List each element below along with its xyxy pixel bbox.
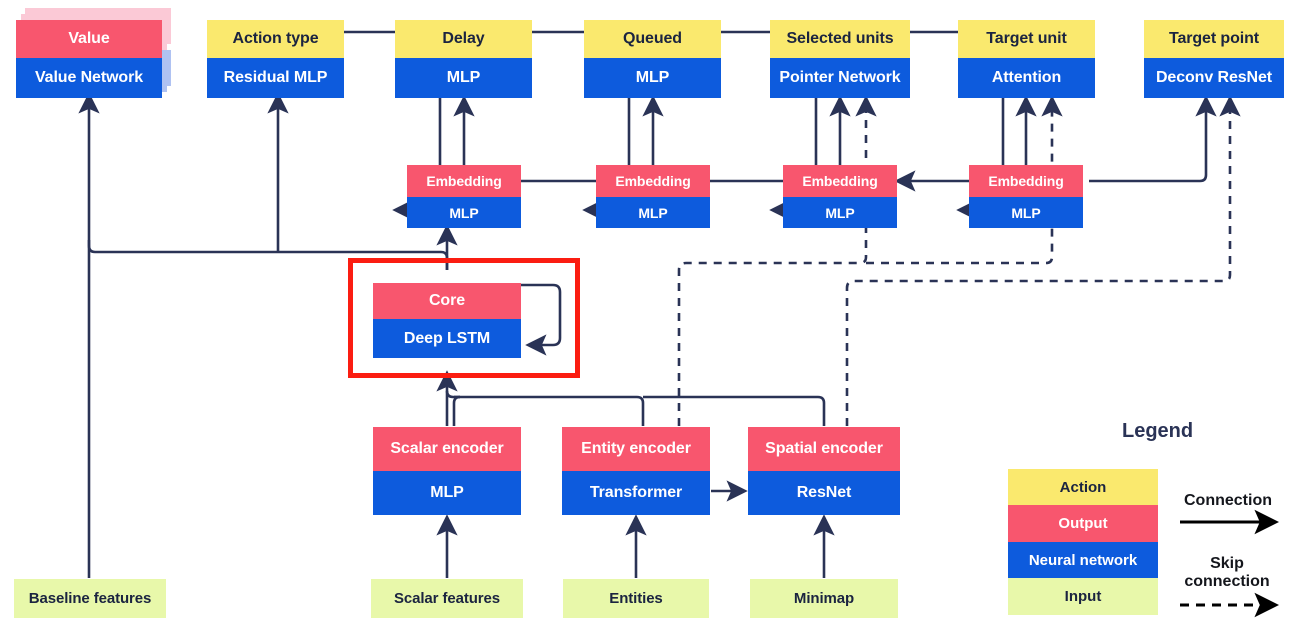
input-baseline-features[interactable]: Baseline features bbox=[14, 579, 166, 618]
encoder-spatial[interactable]: Spatial encoder ResNet bbox=[748, 427, 900, 515]
core-output-label: Core bbox=[373, 283, 521, 319]
encoder-scalar-output-label: Scalar encoder bbox=[373, 427, 521, 471]
core-highlight-box bbox=[348, 258, 580, 378]
core-network-label: Deep LSTM bbox=[373, 319, 521, 358]
head-target-unit-network-label: Attention bbox=[958, 58, 1095, 98]
head-target-point-action-label: Target point bbox=[1144, 20, 1284, 58]
embedding-2-output-label: Embedding bbox=[596, 165, 710, 197]
encoder-spatial-output-label: Spatial encoder bbox=[748, 427, 900, 471]
core-block[interactable]: Core Deep LSTM bbox=[373, 283, 521, 358]
head-target-point-network-label: Deconv ResNet bbox=[1144, 58, 1284, 98]
encoder-entity[interactable]: Entity encoder Transformer bbox=[562, 427, 710, 515]
embedding-1-network-label: MLP bbox=[407, 197, 521, 228]
legend-connection-label: Connection bbox=[1184, 492, 1272, 509]
head-queued[interactable]: Queued MLP bbox=[584, 20, 721, 98]
legend-skip-connection-label: Skip connection bbox=[1184, 555, 1270, 590]
embedding-block-3[interactable]: Embedding MLP bbox=[783, 165, 897, 228]
legend-swatch-output: Output bbox=[1008, 505, 1158, 542]
head-delay[interactable]: Delay MLP bbox=[395, 20, 532, 98]
head-action-type-network-label: Residual MLP bbox=[207, 58, 344, 98]
head-action-type[interactable]: Action type Residual MLP bbox=[207, 20, 344, 98]
head-value-network-label: Value Network bbox=[16, 58, 162, 98]
head-action-type-action-label: Action type bbox=[207, 20, 344, 58]
embedding-4-output-label: Embedding bbox=[969, 165, 1083, 197]
head-queued-network-label: MLP bbox=[584, 58, 721, 98]
head-queued-action-label: Queued bbox=[584, 20, 721, 58]
head-value[interactable]: Value Value Network bbox=[16, 8, 171, 98]
embedding-block-2[interactable]: Embedding MLP bbox=[596, 165, 710, 228]
input-minimap[interactable]: Minimap bbox=[750, 579, 898, 618]
input-entities[interactable]: Entities bbox=[563, 579, 709, 618]
legend-swatch-neural-network: Neural network bbox=[1008, 542, 1158, 578]
embedding-2-network-label: MLP bbox=[596, 197, 710, 228]
head-target-unit[interactable]: Target unit Attention bbox=[958, 20, 1095, 98]
embedding-block-4[interactable]: Embedding MLP bbox=[969, 165, 1083, 228]
encoder-spatial-network-label: ResNet bbox=[748, 471, 900, 515]
legend-swatch-stack: Action Output Neural network Input bbox=[1008, 469, 1158, 615]
encoder-entity-output-label: Entity encoder bbox=[562, 427, 710, 471]
encoder-scalar-network-label: MLP bbox=[373, 471, 521, 515]
input-scalar-features[interactable]: Scalar features bbox=[371, 579, 523, 618]
head-target-point[interactable]: Target point Deconv ResNet bbox=[1144, 20, 1284, 98]
edge-skip-entity-to-selected bbox=[677, 95, 877, 426]
legend-swatch-action: Action bbox=[1008, 469, 1158, 505]
legend-swatch-input: Input bbox=[1008, 578, 1158, 615]
encoder-scalar[interactable]: Scalar encoder MLP bbox=[373, 427, 521, 515]
head-selected-units-network-label: Pointer Network bbox=[770, 58, 910, 98]
head-selected-units-action-label: Selected units bbox=[770, 20, 910, 58]
embedding-block-1[interactable]: Embedding MLP bbox=[407, 165, 521, 228]
encoder-entity-network-label: Transformer bbox=[562, 471, 710, 515]
head-delay-action-label: Delay bbox=[395, 20, 532, 58]
embedding-1-output-label: Embedding bbox=[407, 165, 521, 197]
edge-emb4-to-targetpoint bbox=[1089, 95, 1217, 183]
embedding-4-network-label: MLP bbox=[969, 197, 1083, 228]
legend-title: Legend bbox=[1122, 420, 1194, 442]
embedding-3-output-label: Embedding bbox=[783, 165, 897, 197]
head-delay-network-label: MLP bbox=[395, 58, 532, 98]
head-selected-units[interactable]: Selected units Pointer Network bbox=[770, 20, 910, 98]
head-target-unit-action-label: Target unit bbox=[958, 20, 1095, 58]
head-value-action-label: Value bbox=[16, 20, 162, 58]
embedding-3-network-label: MLP bbox=[783, 197, 897, 228]
edge-skip-spatial-to-targetpoint bbox=[845, 95, 1241, 426]
